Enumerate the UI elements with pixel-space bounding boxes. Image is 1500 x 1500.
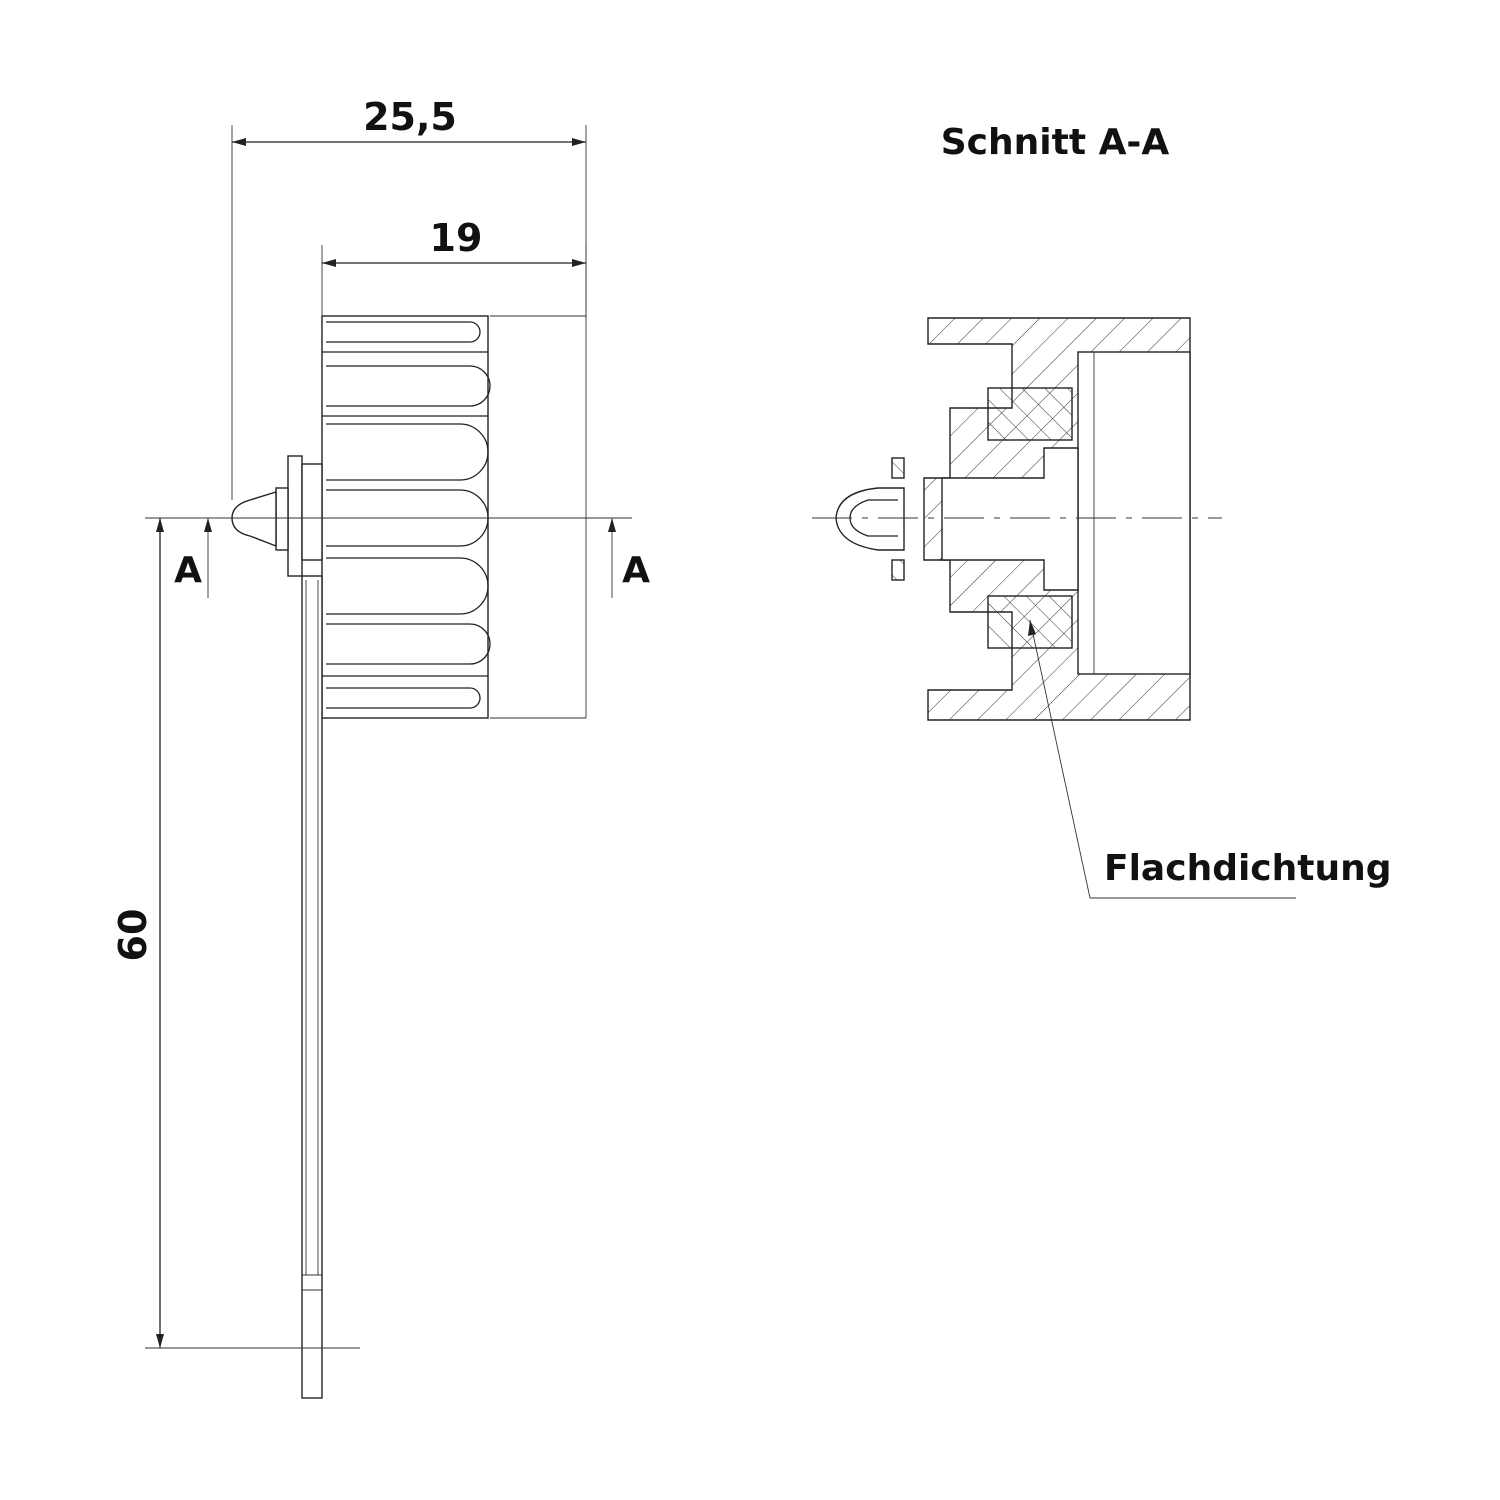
section-marker-left-label: A: [174, 550, 202, 591]
dimension-overall-width-label: 25,5: [363, 95, 457, 139]
dimension-overall-width: 25,5: [231, 95, 587, 500]
gasket-leader: Flachdichtung: [1028, 619, 1392, 899]
cap-ribs: [321, 315, 491, 719]
cap-strap: [301, 575, 323, 1399]
section-title: Schnitt A-A: [941, 122, 1170, 163]
dimension-body-width: 19: [321, 216, 587, 318]
gasket-top: [987, 387, 1073, 441]
section-marker-right: A: [608, 518, 650, 598]
section-knob: [835, 457, 905, 581]
section-view: Schnitt A-A Flachdichtung: [812, 122, 1392, 899]
inner-cavity: [941, 447, 1079, 591]
gasket-callout: Flachdichtung: [1104, 848, 1392, 889]
section-marker-left: A: [174, 518, 212, 598]
cap-knob: [231, 455, 323, 577]
dimension-strap-length-label: 60: [111, 909, 155, 962]
dimension-body-width-label: 19: [430, 216, 483, 260]
dimension-strap-length: 60: [111, 518, 360, 1349]
section-marker-right-label: A: [622, 550, 650, 591]
cap-bore: [1077, 351, 1191, 675]
side-view: 25,5 19: [111, 95, 650, 1399]
